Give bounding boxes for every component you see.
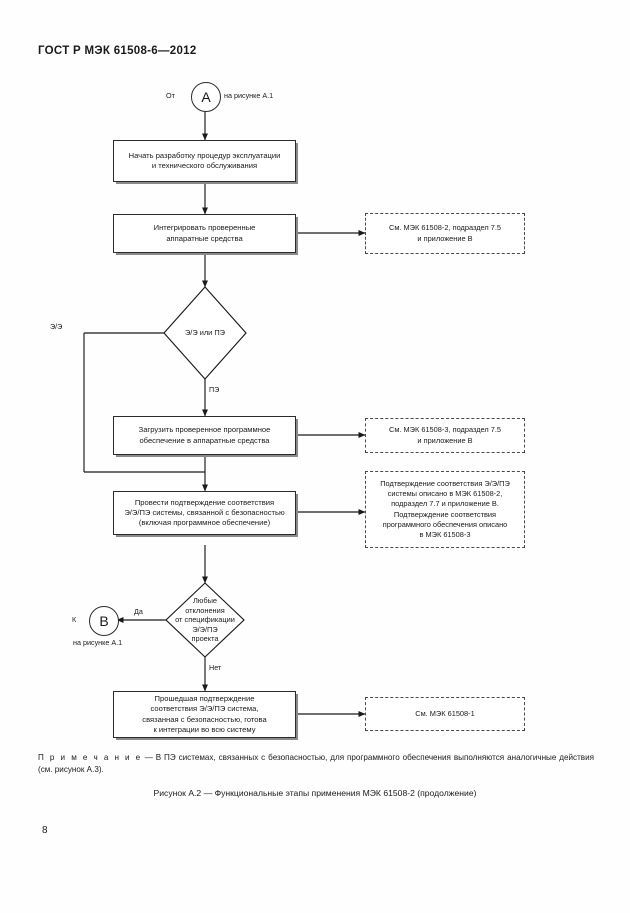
page-number: 8 <box>42 825 48 836</box>
node-integrate-hardware: Интегрировать проверенные аппаратные сре… <box>113 214 296 253</box>
document-header: ГОСТ Р МЭК 61508-6—2012 <box>38 45 197 57</box>
footnote-lead: П р и м е ч а н и е <box>38 753 142 762</box>
node-load-software: Загрузить проверенное программное обеспе… <box>113 416 296 455</box>
note-validation-text: Подтверждение соответствия Э/Э/ПЭ систем… <box>380 478 510 539</box>
node-system-ready-text: Прошедшая подтверждение соответствия Э/Э… <box>142 694 267 734</box>
note-validation: Подтверждение соответствия Э/Э/ПЭ систем… <box>365 471 525 548</box>
decision-ee-or-pe-shape <box>163 286 247 380</box>
decision-ee-or-pe-text: Э/Э или ПЭ <box>185 328 225 338</box>
entry-prefix-label: От <box>166 91 175 100</box>
note-iec-61508-2-text: См. МЭК 61508-2, подраздел 7.5 и приложе… <box>388 223 502 243</box>
exit-suffix-label: на рисунке А.1 <box>73 638 123 647</box>
entry-suffix-label: на рисунке А.1 <box>224 91 274 100</box>
node-start-maintenance-text: Начать разработку процедур эксплуатации … <box>128 150 281 170</box>
decision-any-deviations-shape <box>165 582 245 658</box>
branch-label-yes: Да <box>134 607 143 616</box>
note-iec-61508-3-text: См. МЭК 61508-3, подраздел 7.5 и приложе… <box>388 425 502 445</box>
note-iec-61508-1-text: См. МЭК 61508-1 <box>415 708 475 718</box>
connector-b-label: B <box>99 613 109 629</box>
note-iec-61508-2: См. МЭК 61508-2, подраздел 7.5 и приложе… <box>365 213 525 254</box>
exit-prefix-label: К <box>72 615 77 624</box>
flowchart-connectors <box>83 110 366 717</box>
flowchart: A От на рисунке А.1 Начать разработку пр… <box>50 82 525 738</box>
node-integrate-hardware-text: Интегрировать проверенные аппаратные сре… <box>153 223 256 243</box>
decision-any-deviations: Любые отклонения от спецификации Э/Э/ПЭ … <box>166 583 244 657</box>
connector-b: B <box>89 606 119 636</box>
figure-caption: Рисунок А.2 — Функциональные этапы приме… <box>153 788 477 798</box>
branch-label-ee: Э/Э <box>50 322 63 331</box>
note-iec-61508-1: См. МЭК 61508-1 <box>365 697 525 731</box>
node-validate-system-text: Провести подтверждение соответствия Э/Э/… <box>124 497 285 528</box>
node-load-software-text: Загрузить проверенное программное обеспе… <box>138 425 271 445</box>
node-validate-system: Провести подтверждение соответствия Э/Э/… <box>113 491 296 535</box>
connector-a: A <box>191 82 221 112</box>
figure-footnote: П р и м е ч а н и е — В ПЭ системах, свя… <box>38 752 594 777</box>
note-iec-61508-3: См. МЭК 61508-3, подраздел 7.5 и приложе… <box>365 418 525 453</box>
branch-label-no: Нет <box>209 663 222 672</box>
branch-label-pe: ПЭ <box>209 385 220 394</box>
node-start-maintenance: Начать разработку процедур эксплуатации … <box>113 140 296 182</box>
footnote-body: — В ПЭ системах, связанных с безопасност… <box>38 753 594 775</box>
node-system-ready: Прошедшая подтверждение соответствия Э/Э… <box>113 691 296 738</box>
connector-a-label: A <box>201 89 211 105</box>
decision-any-deviations-text: Любые отклонения от спецификации Э/Э/ПЭ … <box>175 595 235 644</box>
decision-ee-or-pe: Э/Э или ПЭ <box>164 287 246 379</box>
